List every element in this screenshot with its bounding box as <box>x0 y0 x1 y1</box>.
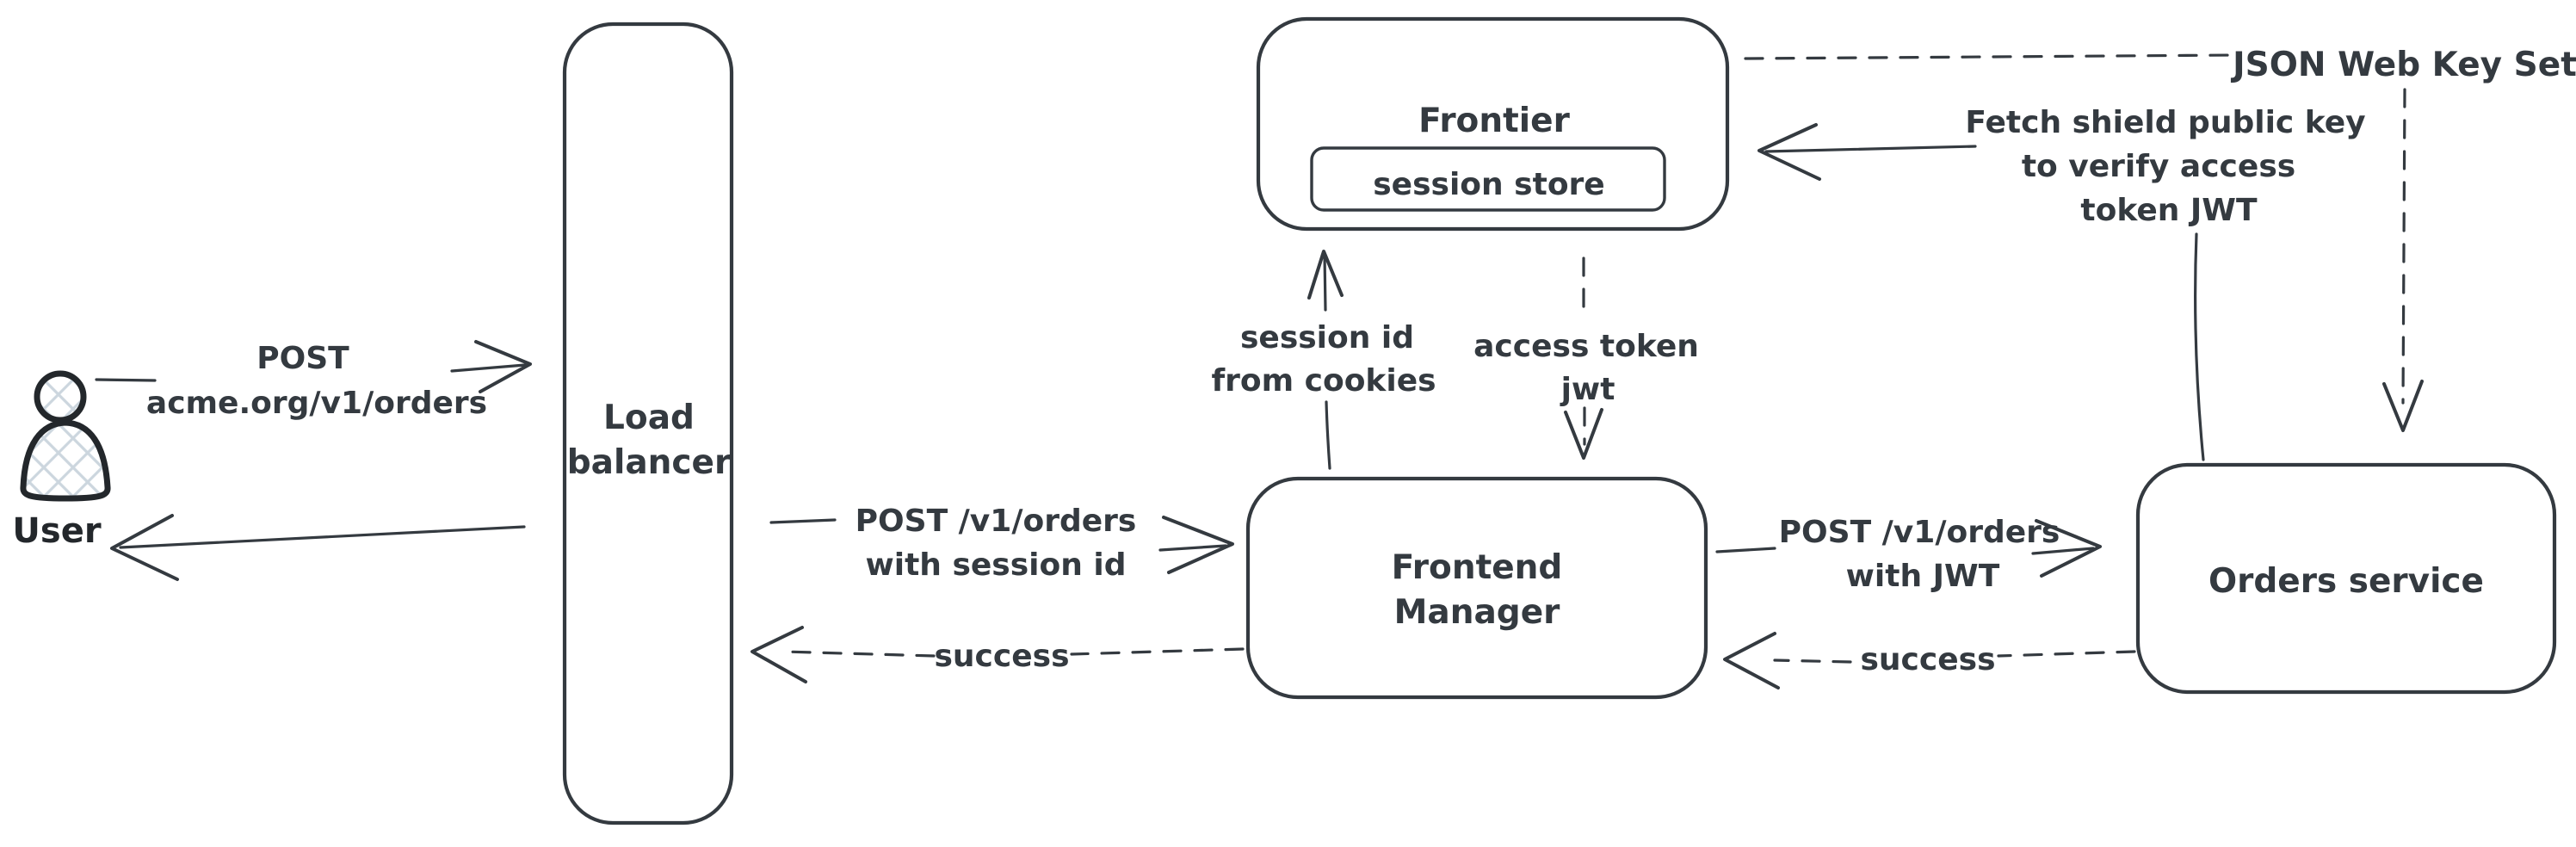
arrow-line <box>2031 547 2095 555</box>
arrowhead-down-icon <box>1564 408 1603 460</box>
edge-label-line2: to verify access <box>2022 149 2295 184</box>
edge-label-line1: POST /v1/orders <box>856 504 1137 539</box>
arrow-line <box>1744 53 2236 60</box>
session-store-node: session store <box>1310 146 1666 212</box>
session-store-label: session store <box>1373 167 1604 202</box>
session-store-box <box>1310 146 1666 212</box>
frontend-manager-label-line1: Frontend <box>1392 548 1563 587</box>
arrowhead-left-icon <box>110 514 179 581</box>
arrow-line <box>1070 647 1245 656</box>
arrowhead-right-icon <box>474 340 532 393</box>
arrowhead-left-icon <box>751 626 807 683</box>
jwks-label: JSON Web Key Set <box>2230 46 2576 84</box>
arrow-line <box>1715 547 1776 553</box>
frontend-manager-box <box>1245 476 1708 700</box>
edge-frontend-manager-to-orders-service: POST /v1/orders with JWT <box>1715 515 2102 594</box>
user-icon <box>34 370 87 424</box>
edge-frontier-to-jwks <box>1744 53 2236 60</box>
load-balancer-box <box>562 22 734 825</box>
arrowhead-up-icon <box>1307 250 1344 300</box>
edge-label-line1: Fetch shield public key <box>1965 105 2365 140</box>
user-actor: User <box>12 370 111 551</box>
orders-service-label: Orders service <box>2208 562 2484 601</box>
arrowhead-right-icon <box>2035 519 2102 578</box>
user-icon-body <box>20 419 111 502</box>
edge-frontier-to-frontend-manager: access token jwt <box>1473 257 1699 460</box>
load-balancer-node: Load balancer <box>562 22 734 825</box>
arrow-line <box>1773 658 1852 664</box>
arrow-line <box>2401 88 2406 405</box>
edge-label-line3: token JWT <box>2080 193 2258 228</box>
arrow-line <box>1997 650 2136 658</box>
edge-label-line2: acme.org/v1/orders <box>146 386 487 421</box>
orders-service-box <box>2135 462 2557 695</box>
frontend-manager-label-line2: Manager <box>1394 593 1561 632</box>
edge-frontend-manager-to-load-balancer-success: success <box>751 626 1245 683</box>
edge-load-balancer-to-frontend-manager: POST /v1/orders with session id <box>769 504 1234 583</box>
arrow-line <box>119 525 526 549</box>
arrow-line <box>450 363 527 373</box>
edge-load-balancer-to-user <box>110 514 526 581</box>
arrow-line <box>781 650 936 658</box>
user-label: User <box>12 511 101 551</box>
orders-service-node: Orders service <box>2135 462 2557 695</box>
arrow-line <box>769 518 837 524</box>
frontier-node: Frontier session store <box>1256 16 1730 232</box>
edge-label: success <box>1860 642 1995 677</box>
arrow-line <box>1764 145 1977 153</box>
arrowhead-left-icon <box>1757 123 1821 181</box>
load-balancer-label-line2: balancer <box>567 443 732 482</box>
edge-label-line1: POST /v1/orders <box>1779 515 2060 550</box>
frontier-label: Frontier <box>1418 102 1570 140</box>
edge-label-line1: session id <box>1240 320 1414 355</box>
edge-label-line1: access token <box>1473 329 1699 364</box>
edge-orders-service-to-frontier: Fetch shield public key to verify access… <box>1757 105 2366 461</box>
edge-user-to-load-balancer: POST acme.org/v1/orders <box>95 340 532 421</box>
edge-label-line2: with JWT <box>1846 559 2000 594</box>
edge-jwks-to-orders-service <box>2382 88 2424 432</box>
edge-frontend-manager-to-frontier: session id from cookies <box>1211 250 1436 470</box>
arrowhead-right-icon <box>1162 516 1234 574</box>
arrow-line <box>1158 544 1227 552</box>
arrowhead-down-icon <box>2382 380 2424 432</box>
edge-label-line1: POST <box>256 341 349 376</box>
arrow-line <box>2194 232 2205 461</box>
arrow-line <box>1325 400 1331 470</box>
frontend-manager-node: Frontend Manager <box>1245 476 1708 700</box>
load-balancer-label-line1: Load <box>603 399 695 437</box>
edge-label-line2: jwt <box>1560 372 1615 407</box>
edge-label-line2: from cookies <box>1211 363 1436 399</box>
edge-label-line2: with session id <box>865 547 1126 583</box>
edge-label: success <box>934 639 1069 674</box>
edge-orders-service-to-frontend-manager-success: success <box>1723 632 2136 689</box>
arrowhead-left-icon <box>1723 632 1780 689</box>
